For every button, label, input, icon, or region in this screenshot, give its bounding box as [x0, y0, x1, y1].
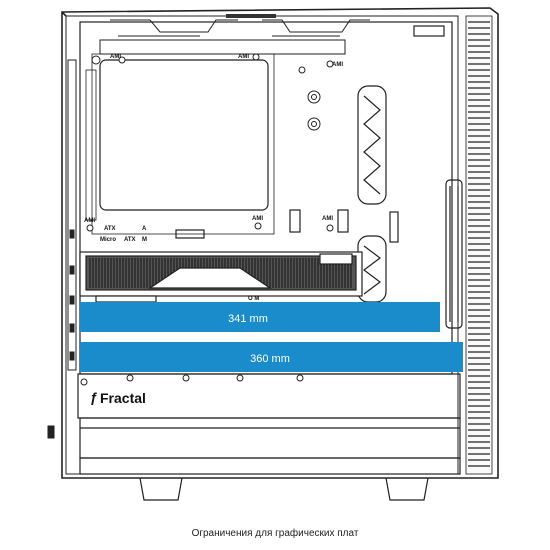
svg-text:AMI: AMI [322, 216, 333, 222]
figure-caption: Ограничения для графических плат [191, 528, 359, 539]
front-fan-bracket [445, 179, 463, 329]
svg-text:AMI: AMI [238, 54, 249, 60]
top-handle [226, 14, 276, 18]
fractal-logo: ƒ Fractal [90, 389, 146, 406]
gpu-length-bars: 341 mm 360 mm [80, 302, 463, 372]
svg-text:M: M [142, 237, 147, 243]
gpu-limit-label-341mm: 341 mm [228, 313, 268, 325]
gpu-limit-bar-360mm [80, 342, 463, 372]
svg-text:Micro: Micro [100, 237, 116, 243]
board-labels: AMI AMI AMI AMI AMI AMI ATX A Micro ATX … [84, 54, 343, 302]
svg-text:A: A [142, 226, 147, 232]
case-feet [139, 477, 429, 501]
svg-text:Fractal: Fractal [100, 390, 146, 406]
front-mesh-panel [465, 15, 493, 475]
case-outline [61, 7, 499, 479]
svg-text:AMI: AMI [252, 216, 263, 222]
svg-text:ATX: ATX [124, 237, 136, 243]
svg-text:O M: O M [248, 296, 259, 302]
psu-shroud [77, 373, 461, 475]
gpu-limit-bar-341mm [80, 302, 440, 332]
cable-grommets [175, 25, 445, 303]
svg-text:AMI: AMI [332, 62, 343, 68]
mesh-slats [468, 21, 490, 467]
left-rail [47, 59, 77, 439]
standoffs [80, 53, 334, 386]
svg-text:ATX: ATX [104, 226, 116, 232]
svg-text:AMI: AMI [84, 218, 95, 224]
gpu-limit-label-360mm: 360 mm [250, 353, 290, 365]
top-fan-bays [99, 19, 370, 55]
fractal-mark-icon: ƒ [90, 389, 98, 405]
case-diagram: 341 mm 360 mm ƒ Fractal AMI AMI AMI AMI … [47, 7, 499, 501]
svg-text:AMI: AMI [110, 54, 121, 60]
graphics-card [79, 251, 363, 303]
